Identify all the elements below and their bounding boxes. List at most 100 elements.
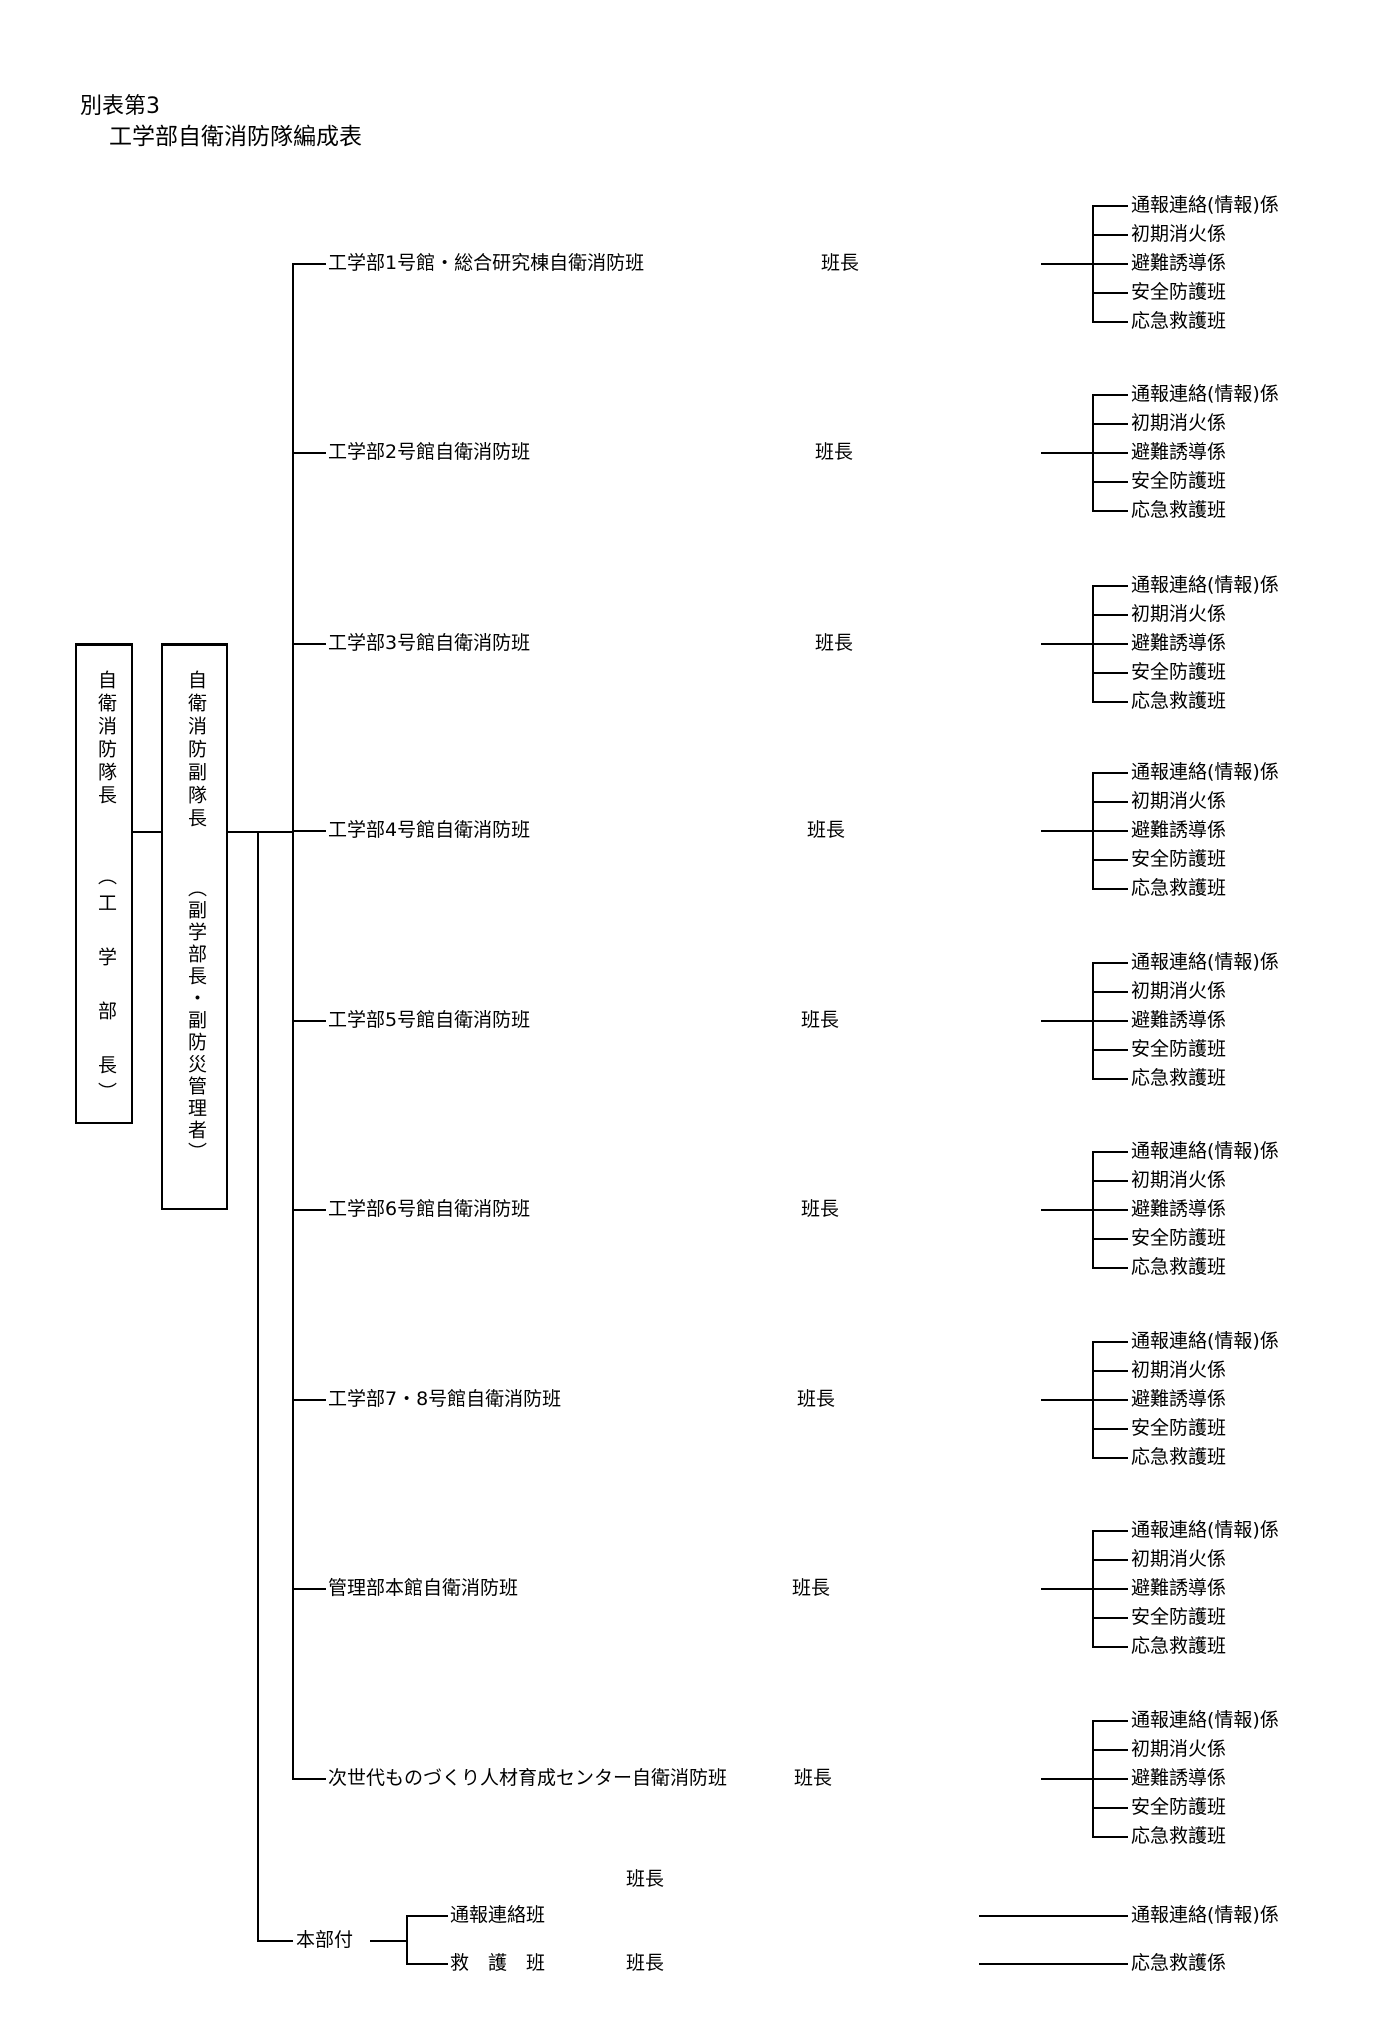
connector-line	[370, 1940, 406, 1942]
sub-team-label: 安全防護班	[1131, 1227, 1227, 1249]
connector-line	[1092, 1238, 1128, 1240]
sub-team-label: 避難誘導係	[1131, 1388, 1227, 1410]
sub-team-label: 初期消火係	[1131, 790, 1227, 812]
connector-line	[1092, 1049, 1128, 1051]
unit-name: 工学部4号館自衛消防班	[328, 819, 531, 841]
unit-leader: 班長	[807, 819, 846, 841]
vice-chief-title: 自衛消防副隊長	[185, 670, 207, 831]
connector-line	[1092, 263, 1128, 265]
sub-team-label: 避難誘導係	[1131, 632, 1227, 654]
unit-name: 工学部2号館自衛消防班	[328, 441, 531, 463]
unit-leader: 班長	[801, 1009, 840, 1031]
connector-line	[1041, 1399, 1092, 1401]
connector-line	[1092, 1588, 1128, 1590]
connector-line	[1041, 643, 1092, 645]
unit-leader: 班長	[792, 1577, 831, 1599]
sub-team-label: 初期消火係	[1131, 1359, 1227, 1381]
sub-team-label: 避難誘導係	[1131, 819, 1227, 841]
sub-team-label: 応急救護班	[1131, 1067, 1227, 1089]
connector-line	[1041, 1588, 1092, 1590]
connector-line	[292, 263, 326, 265]
chief-title: 自衛消防隊長	[95, 670, 117, 808]
sub-team-label: 通報連絡(情報)係	[1131, 1140, 1279, 1162]
hq-team-duty: 通報連絡(情報)係	[1131, 1904, 1279, 1926]
sub-team-label: 初期消火係	[1131, 1738, 1227, 1760]
unit-leader: 班長	[821, 252, 860, 274]
connector-line	[1092, 701, 1128, 703]
connector-line	[406, 1915, 448, 1917]
sub-team-label: 避難誘導係	[1131, 1577, 1227, 1599]
connector-line	[1092, 321, 1128, 323]
sub-team-label: 初期消火係	[1131, 1169, 1227, 1191]
connector-line	[979, 1963, 1128, 1965]
page-title: 工学部自衛消防隊編成表	[109, 124, 362, 150]
connector-line	[133, 831, 161, 833]
sub-team-label: 通報連絡(情報)係	[1131, 574, 1279, 596]
hq-team-leader: 班長	[626, 1868, 665, 1890]
unit-leader: 班長	[797, 1388, 836, 1410]
connector-line	[1092, 772, 1128, 774]
sub-team-label: 安全防護班	[1131, 1417, 1227, 1439]
connector-line	[406, 1963, 448, 1965]
connector-line	[1092, 1749, 1128, 1751]
sub-team-label: 応急救護班	[1131, 310, 1227, 332]
connector-line	[1092, 888, 1128, 890]
sub-team-label: 避難誘導係	[1131, 1198, 1227, 1220]
sub-team-label: 通報連絡(情報)係	[1131, 383, 1279, 405]
connector-line	[1041, 1209, 1092, 1211]
connector-line	[1041, 1020, 1092, 1022]
connector-line	[1092, 1020, 1128, 1022]
sub-team-label: 応急救護班	[1131, 1635, 1227, 1657]
sub-team-label: 通報連絡(情報)係	[1131, 1709, 1279, 1731]
unit-name: 管理部本館自衛消防班	[328, 1577, 519, 1599]
connector-line	[1092, 394, 1128, 396]
vice-chief-note: （副学部長・副防災管理者）	[185, 878, 207, 1164]
connector-line	[1092, 1457, 1128, 1459]
hq-team-leader: 班長	[626, 1952, 665, 1974]
sub-team-label: 初期消火係	[1131, 1548, 1227, 1570]
connector-line	[1092, 1720, 1128, 1722]
connector-line	[1092, 481, 1128, 483]
sub-team-label: 通報連絡(情報)係	[1131, 951, 1279, 973]
connector-line	[1041, 1778, 1092, 1780]
chief-box: 自衛消防隊長 （工 学 部 長）	[75, 643, 133, 1124]
connector-line	[1092, 1646, 1128, 1648]
connector-line	[1092, 585, 1128, 587]
appendix-label: 別表第3	[80, 94, 160, 119]
connector-line	[292, 1399, 326, 1401]
sub-team-label: 安全防護班	[1131, 1038, 1227, 1060]
sub-team-label: 応急救護班	[1131, 690, 1227, 712]
sub-team-label: 避難誘導係	[1131, 1009, 1227, 1031]
connector-line	[1092, 1370, 1128, 1372]
connector-line	[1092, 1428, 1128, 1430]
sub-team-label: 避難誘導係	[1131, 252, 1227, 274]
connector-line	[1041, 830, 1092, 832]
connector-line	[1092, 1151, 1128, 1153]
connector-line	[292, 452, 326, 454]
sub-team-label: 安全防護班	[1131, 1606, 1227, 1628]
unit-name: 工学部7・8号館自衛消防班	[328, 1388, 562, 1410]
connector-line	[1092, 614, 1128, 616]
hq-trunk-line	[257, 831, 259, 1941]
sub-team-label: 避難誘導係	[1131, 441, 1227, 463]
connector-line	[1092, 510, 1128, 512]
unit-leader: 班長	[801, 1198, 840, 1220]
sub-team-label: 通報連絡(情報)係	[1131, 1330, 1279, 1352]
connector-line	[406, 1915, 408, 1965]
sub-team-label: 初期消火係	[1131, 223, 1227, 245]
unit-leader: 班長	[794, 1767, 833, 1789]
connector-line	[292, 1778, 326, 1780]
sub-team-label: 通報連絡(情報)係	[1131, 1519, 1279, 1541]
connector-line	[1092, 859, 1128, 861]
sub-team-label: 応急救護班	[1131, 1446, 1227, 1468]
sub-team-label: 初期消火係	[1131, 603, 1227, 625]
connector-line	[1092, 1209, 1128, 1211]
connector-line	[1092, 292, 1128, 294]
connector-line	[979, 1915, 1128, 1917]
sub-team-label: 応急救護班	[1131, 877, 1227, 899]
sub-team-label: 応急救護班	[1131, 1825, 1227, 1847]
connector-line	[292, 1588, 326, 1590]
connector-line	[1092, 1399, 1128, 1401]
connector-line	[1092, 1807, 1128, 1809]
connector-line	[1092, 991, 1128, 993]
